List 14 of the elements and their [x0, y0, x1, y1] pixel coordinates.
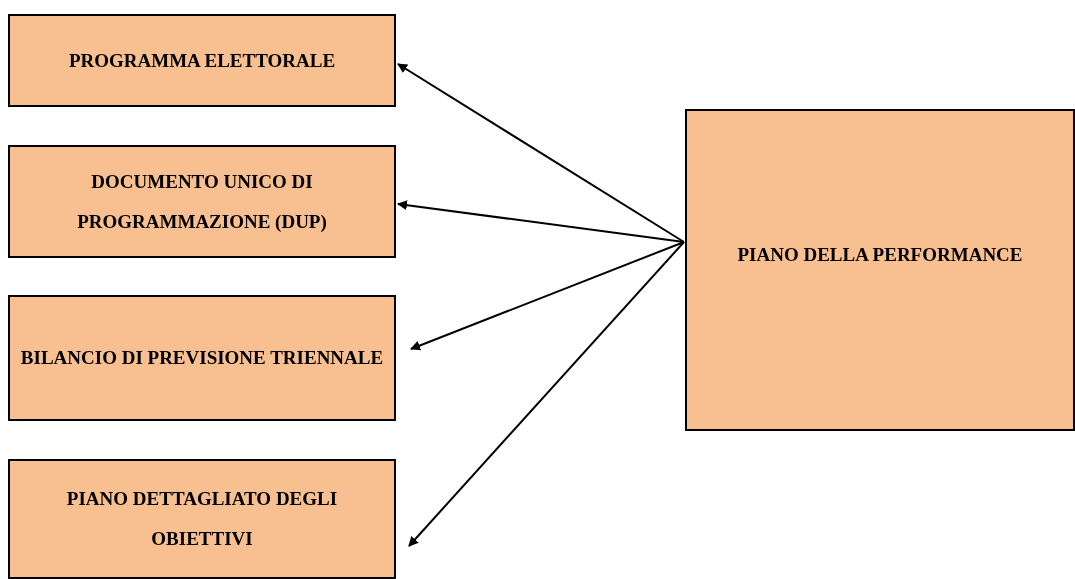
- box-label: BILANCIO DI PREVISIONE TRIENNALE: [20, 346, 384, 370]
- process-box: [8, 459, 396, 579]
- process-box: [8, 295, 396, 421]
- box-label: DOCUMENTO UNICO DI PROGRAMMAZIONE (DUP): [76, 169, 328, 234]
- process-box: [8, 14, 396, 107]
- arrow: [410, 241, 685, 351]
- box-label: PIANO DETTAGLIATO DEGLI OBIETTIVI: [65, 487, 339, 551]
- process-box: [8, 145, 396, 258]
- arrow: [397, 63, 685, 243]
- box-label: PROGRAMMA ELETTORALE: [68, 48, 336, 73]
- arrow: [397, 200, 685, 243]
- box-label: PIANO DELLA PERFORMANCE: [737, 243, 1023, 267]
- process-box: [685, 109, 1075, 431]
- arrow: [408, 241, 685, 547]
